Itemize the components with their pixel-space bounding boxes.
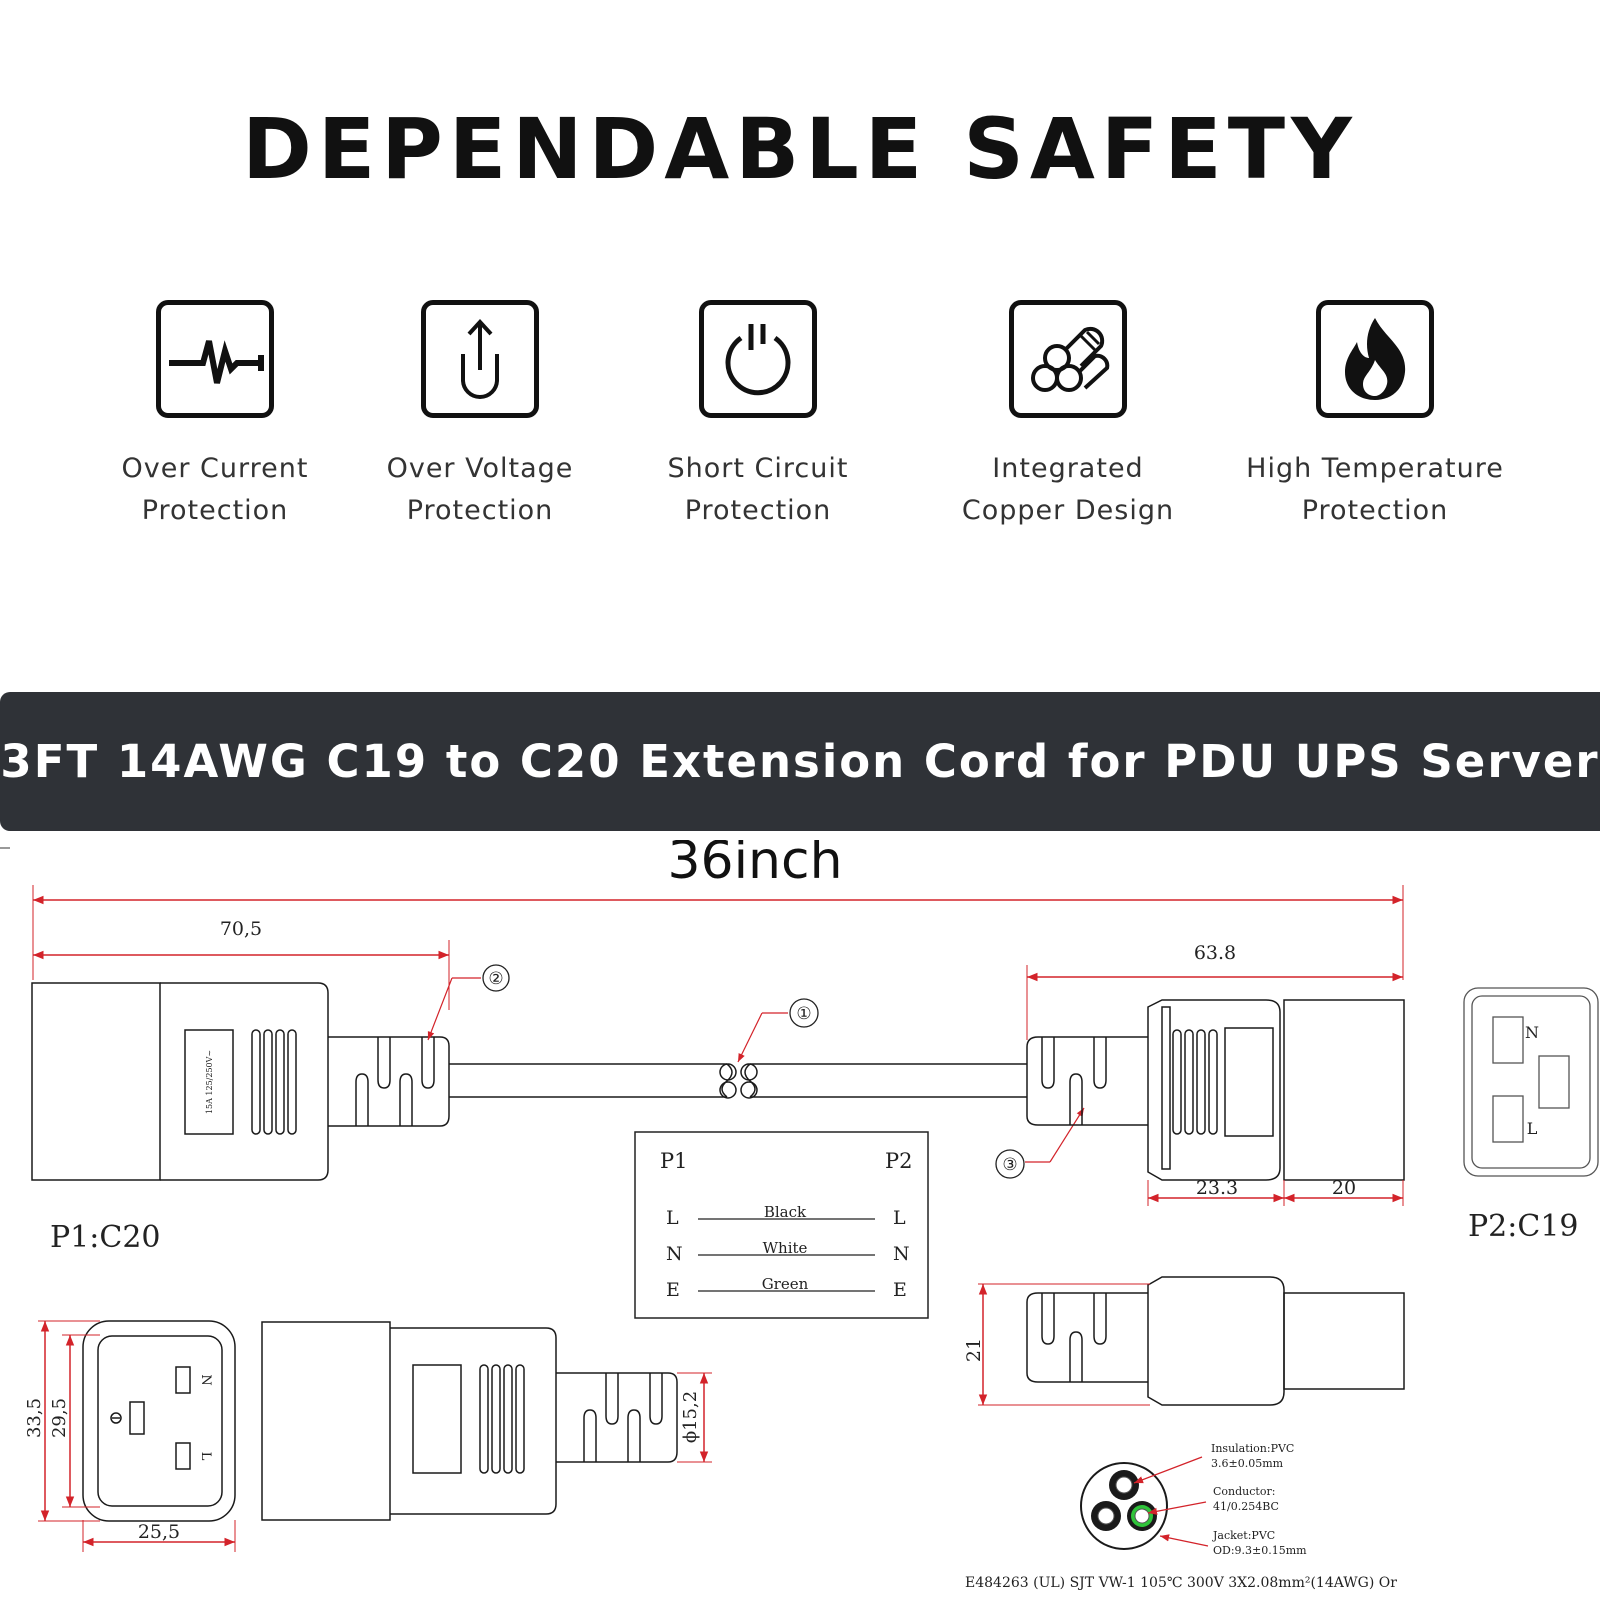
p1-plug-side-view [31,982,450,1181]
wiring-p1-header: P1 [660,1149,688,1173]
conductor-label: Conductor: [1213,1485,1275,1498]
cable-spec-line: E484263 (UL) SJT VW-1 105℃ 300V 3X2.08mm… [965,1575,1397,1591]
conductor-value: 41/0.254BC [1213,1500,1279,1513]
p1-pin-l-label: L [198,1452,213,1461]
wiring-color-green: Green [762,1275,809,1293]
rating-label: 15A 125/250V~ [205,1050,214,1114]
insulation-value: 3.6±0.05mm [1211,1457,1284,1470]
jacket-value: OD:9.3±0.15mm [1213,1544,1307,1557]
cable-cross-section [1080,1456,1209,1550]
waveform-icon [156,300,274,418]
face-width-dimension-text: 25,5 [138,1521,180,1543]
wiring-pin-l-left: L [666,1207,679,1229]
product-title: 3FT 14AWG C19 to C20 Extension Cord for … [0,735,1600,788]
insulation-label: Insulation:PVC [1211,1442,1294,1455]
p1-plug-top-view [261,1321,678,1521]
p1-plug-face-view [82,1320,236,1522]
p2-connector-top-view [1026,1276,1405,1406]
p1-label: P1:C20 [50,1220,161,1255]
wiring-pin-e-left: E [666,1279,680,1301]
wiring-pin-n-right: N [893,1243,910,1265]
p2-pin-l-label: L [1527,1119,1538,1138]
p2-length-dimension-text: 63.8 [1194,942,1236,964]
wiring-diagram: P1 P2 L Black L N White N E Green E [634,1131,929,1319]
p2-pin-n-label: N [1525,1023,1539,1042]
cable-diameter-dimension-text: ϕ15,2 [680,1391,701,1443]
upload-arrow-icon [421,300,539,418]
p2-body-dimension-text: 23.3 [1196,1177,1238,1199]
overall-length-label: 36inch [667,840,842,891]
technical-drawing: 36inch 70,5 15A 125/250V~ [0,840,1599,1591]
p2-head-dimension-text: 20 [1332,1177,1356,1199]
product-title-banner: 3FT 14AWG C19 to C20 Extension Cord for … [0,692,1600,831]
p1-pin-n-label: N [198,1374,213,1385]
face-inner-dimension-text: 29,5 [49,1398,70,1438]
wiring-pin-n-left: N [666,1243,683,1265]
p2-connector-side-view [1026,999,1405,1181]
svg-text:②: ② [488,969,503,989]
cable [449,1063,1027,1099]
p2-connector-face-view [1463,987,1599,1177]
copper-wires-icon [1009,300,1127,418]
p2-label: P2:C19 [1468,1209,1579,1244]
wiring-p2-header: P2 [885,1149,913,1173]
callout-3: ③ [995,1107,1085,1179]
wiring-color-black: Black [764,1203,807,1221]
page-headline: DEPENDABLE SAFETY [242,100,1358,198]
face-outer-dimension-text: 33,5 [24,1398,45,1438]
p2-height-dimension-text: 21 [963,1338,985,1362]
wiring-pin-e-right: E [893,1279,907,1301]
svg-text:③: ③ [1002,1155,1017,1175]
power-icon [699,300,817,418]
callout-2: ② [427,964,510,1041]
jacket-label: Jacket:PVC [1212,1529,1275,1542]
svg-text:①: ① [796,1004,811,1024]
flame-icon [1316,300,1434,418]
p1-length-dimension-text: 70,5 [220,918,262,940]
wiring-pin-l-right: L [893,1207,906,1229]
callout-1: ① [737,998,819,1063]
wiring-color-white: White [763,1239,808,1257]
